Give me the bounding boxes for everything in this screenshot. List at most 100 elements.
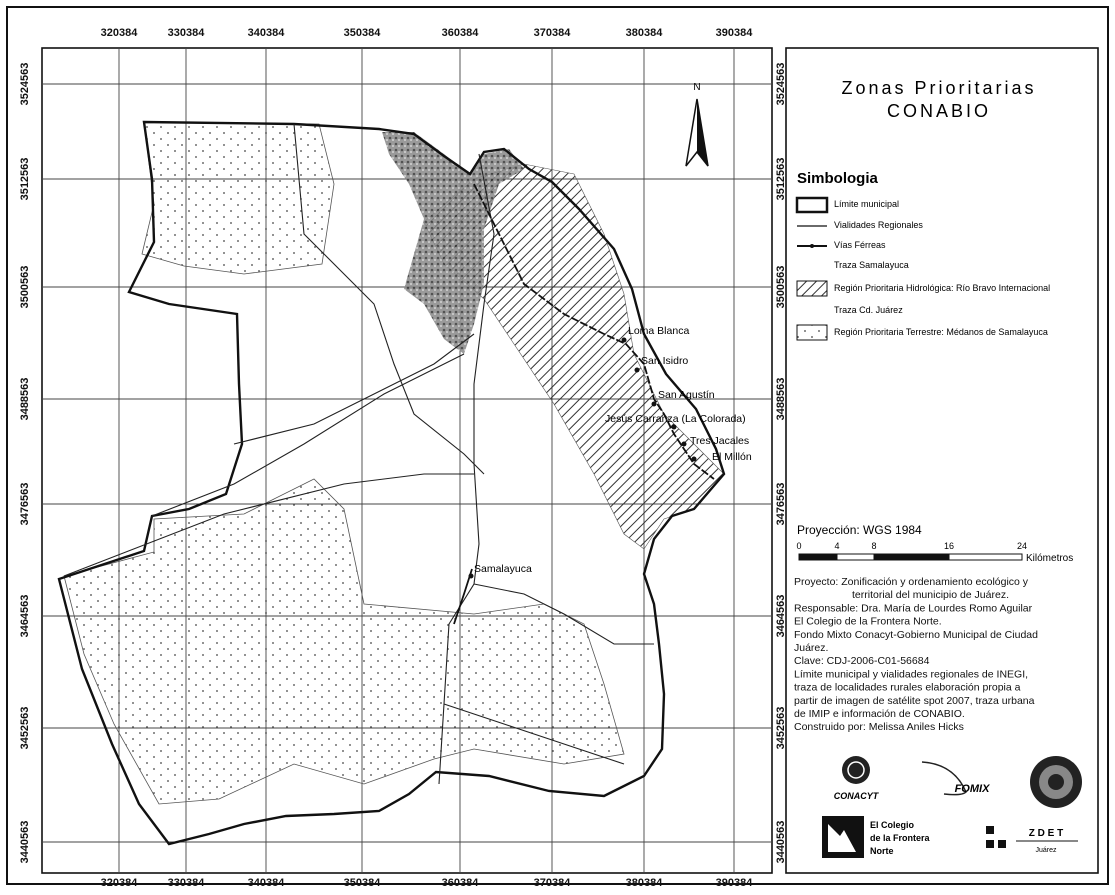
scale-segment	[798, 553, 838, 561]
legend-label: Límite municipal	[834, 199, 899, 209]
y-tick-left: 3464563	[19, 595, 31, 638]
fomix-text: FOMIX	[955, 783, 990, 795]
y-tick-right: 3440563	[775, 821, 787, 864]
y-tick-right: 3524563	[775, 63, 787, 106]
legend-symbol-boundary	[795, 196, 829, 214]
scale-label: 4	[834, 541, 839, 551]
scale-segment	[948, 553, 1023, 561]
map-title-line2: CONABIO	[887, 101, 991, 121]
municipal-boundary	[57, 120, 726, 846]
scale-unit: Kilómetros	[1026, 553, 1073, 564]
municipal-seal-logo	[1030, 756, 1082, 808]
y-tick-left: 3500563	[19, 266, 31, 309]
credits-block: Proyecto: Zonificación y ordenamiento ec…	[794, 576, 1038, 733]
legend-item: Límite municipal	[795, 196, 899, 214]
y-tick-left: 3488563	[19, 378, 31, 421]
credit-line: Responsable: Dra. María de Lourdes Romo …	[794, 602, 1033, 614]
legend-symbol-dots	[796, 324, 828, 341]
legend-item: Región Prioritaria Terrestre: Médanos de…	[796, 324, 1048, 341]
place-marker	[651, 401, 657, 407]
side-strip	[1087, 4, 1111, 895]
x-tick-bottom: 330384	[168, 877, 206, 887]
credit-line: Fondo Mixto Conacyt-Gobierno Municipal d…	[794, 629, 1038, 641]
urban-trace-juarez	[382, 132, 524, 354]
y-tick-left: 3512563	[19, 158, 31, 201]
x-tick-bottom: 340384	[248, 877, 286, 887]
legend-item: Vías Férreas	[797, 240, 886, 250]
x-tick-top: 370384	[534, 27, 572, 39]
legend-item: Traza Samalayuca	[834, 260, 909, 270]
colef-logo: El Colegio de la Frontera Norte	[822, 816, 931, 858]
credit-line: de IMIP e información de CONABIO.	[794, 708, 965, 720]
conacyt-logo: CONACYT	[834, 756, 880, 801]
railway	[473, 183, 715, 480]
place-label: Tres Jacales	[690, 435, 749, 447]
y-tick-left: 3476563	[19, 483, 31, 526]
credit-line: partir de imagen de satélite spot 2007, …	[794, 695, 1035, 707]
legend-label: Región Prioritaria Terrestre: Médanos de…	[834, 327, 1048, 337]
legend-symbol-hatch	[796, 280, 828, 297]
y-tick-left: 3440563	[19, 821, 31, 864]
y-tick-left: 3524563	[19, 63, 31, 106]
place-label: San Agustín	[658, 389, 715, 401]
terrestrial-region-north	[141, 121, 335, 275]
zdet-logo: Z D E T Juárez	[986, 826, 1078, 854]
x-tick-top: 340384	[248, 27, 286, 39]
x-tick-bottom: 380384	[626, 877, 664, 887]
credit-line: Construido por: Melissa Aniles Hicks	[794, 721, 964, 733]
zdet-sub-text: Juárez	[1035, 847, 1057, 854]
legend-item: Vialidades Regionales	[797, 220, 923, 230]
map-title-line1: Zonas Prioritarias	[841, 78, 1036, 98]
scale-segment	[836, 553, 875, 561]
x-tick-top: 380384	[626, 27, 664, 39]
y-tick-right: 3452563	[775, 707, 787, 750]
zdet-text: Z D E T	[1029, 828, 1063, 839]
legend-label: Traza Cd. Juárez	[834, 305, 903, 315]
legend-label: Vías Férreas	[834, 240, 886, 250]
scale-label: 0	[796, 541, 801, 551]
x-tick-bottom: 360384	[442, 877, 480, 887]
place-label: El Millón	[712, 451, 752, 463]
credit-line: traza de localidades rurales elaboración…	[794, 682, 1021, 694]
regional-roads	[63, 123, 654, 785]
outer-border	[6, 6, 1109, 885]
colef-text-2: de la Frontera	[870, 833, 931, 843]
y-tick-right: 3500563	[775, 266, 787, 309]
y-tick-left: 3452563	[19, 707, 31, 750]
y-tick-right: 3512563	[775, 158, 787, 201]
credit-line: El Colegio de la Frontera Norte.	[794, 616, 942, 628]
place-marker	[681, 441, 687, 447]
credit-line: territorial del municipio de Juárez.	[852, 589, 1009, 601]
x-tick-bottom: 370384	[534, 877, 572, 887]
place-marker	[634, 367, 640, 373]
x-tick-top: 330384	[168, 27, 206, 39]
credit-line: Proyecto: Zonificación y ordenamiento ec…	[794, 576, 1029, 588]
projection-text: Proyección: WGS 1984	[797, 523, 922, 537]
scale-segment	[873, 553, 950, 561]
x-tick-top: 360384	[442, 27, 480, 39]
credit-line: Juárez.	[794, 642, 828, 654]
place-marker	[468, 573, 474, 579]
y-tick-right: 3476563	[775, 483, 787, 526]
place-label: Samalayuca	[474, 563, 532, 575]
terrestrial-region-south	[63, 478, 625, 805]
legend-symbol-rail-dot	[810, 244, 814, 248]
legend-label: Región Prioritaria Hidrológica: Río Brav…	[834, 283, 1050, 293]
legend-label: Traza Samalayuca	[834, 260, 909, 270]
place-marker	[671, 424, 677, 430]
x-tick-bottom: 320384	[101, 877, 139, 887]
place-label: San Isidro	[641, 355, 688, 367]
colef-text-1: El Colegio	[870, 820, 915, 830]
credit-line: Clave: CDJ-2006-C01-56684	[794, 655, 930, 667]
x-tick-top: 350384	[344, 27, 382, 39]
north-label: N	[693, 82, 700, 93]
legend-panel	[785, 47, 1099, 874]
y-tick-right: 3488563	[775, 378, 787, 421]
x-tick-bottom: 350384	[344, 877, 382, 887]
legend-label: Vialidades Regionales	[834, 220, 923, 230]
conacyt-text: CONACYT	[834, 791, 880, 801]
